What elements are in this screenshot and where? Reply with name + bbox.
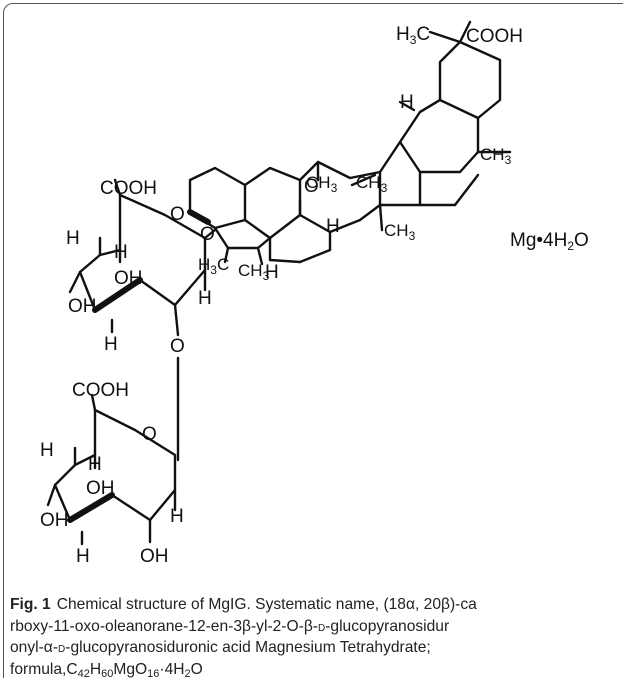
h-g2b-label: H [88,454,102,475]
h3c-top-label: H3C [396,24,430,47]
oh-g2a-label: OH [86,478,115,499]
ring-a [187,166,272,266]
cooh-top-label: COOH [466,26,523,47]
h3c-4a-label: H3C [198,255,229,277]
oh-g1a-label: OH [114,268,143,289]
ch3-17-label: CH3 [480,145,512,167]
ring-b [243,166,332,264]
h-18-label: H [400,92,414,113]
h-g1b-label: H [114,242,128,263]
h-g2a-label: H [40,440,54,461]
oh-g1b-label: OH [68,296,97,317]
glycosidic-oxygen-1-label: O [200,224,215,245]
oh-g2b-label: OH [40,510,69,531]
link-oxygen-label: O [170,336,185,357]
caption-line-2: rboxy-11-oxo-oleanorane-12-en-3β-yl-2-O-… [10,617,450,635]
oh-g2c-label: OH [140,546,169,567]
chemical-structure-diagram: H3C COOH O H CH3 CH3 CH3 CH3 H H H3C CH3… [40,20,589,567]
caption-line-3: onyl-α-d-glucopyranosiduronic acid Magne… [10,639,431,656]
caption-formula: formula,C42H60MgO16·4H2O [10,660,203,680]
ring-d [398,98,512,174]
h-5-label: H [265,262,279,283]
cooh-g2-label: COOH [72,380,129,401]
cooh-g1-label: COOH [100,178,157,199]
ch3-8-label: CH3 [306,173,338,195]
figure-label: Fig. 1 [10,596,51,613]
ring-oxygen-g1-label: O [170,204,185,225]
h-g1d-label: H [104,334,118,355]
glucuronide-ring-2 [46,393,177,546]
ch3-4b-label: CH3 [238,261,270,283]
figure-frame [3,3,623,678]
h-g1c-label: H [198,288,212,309]
h-g2c-label: H [170,506,184,527]
ring-c [298,140,480,234]
glucuronide-ring-1 [68,178,217,337]
keto-oxygen-label: O [304,176,319,197]
ch3-10-label: CH3 [384,221,416,243]
magnesium-hydrate-label: Mg•4H2O [510,230,589,253]
h-g2d-label: H [76,546,90,567]
h-g1a-label: H [66,228,80,249]
ch3-14-label: CH3 [356,173,388,195]
ring-oxygen-g2-label: O [142,424,157,445]
h-9-label: H [326,216,340,237]
